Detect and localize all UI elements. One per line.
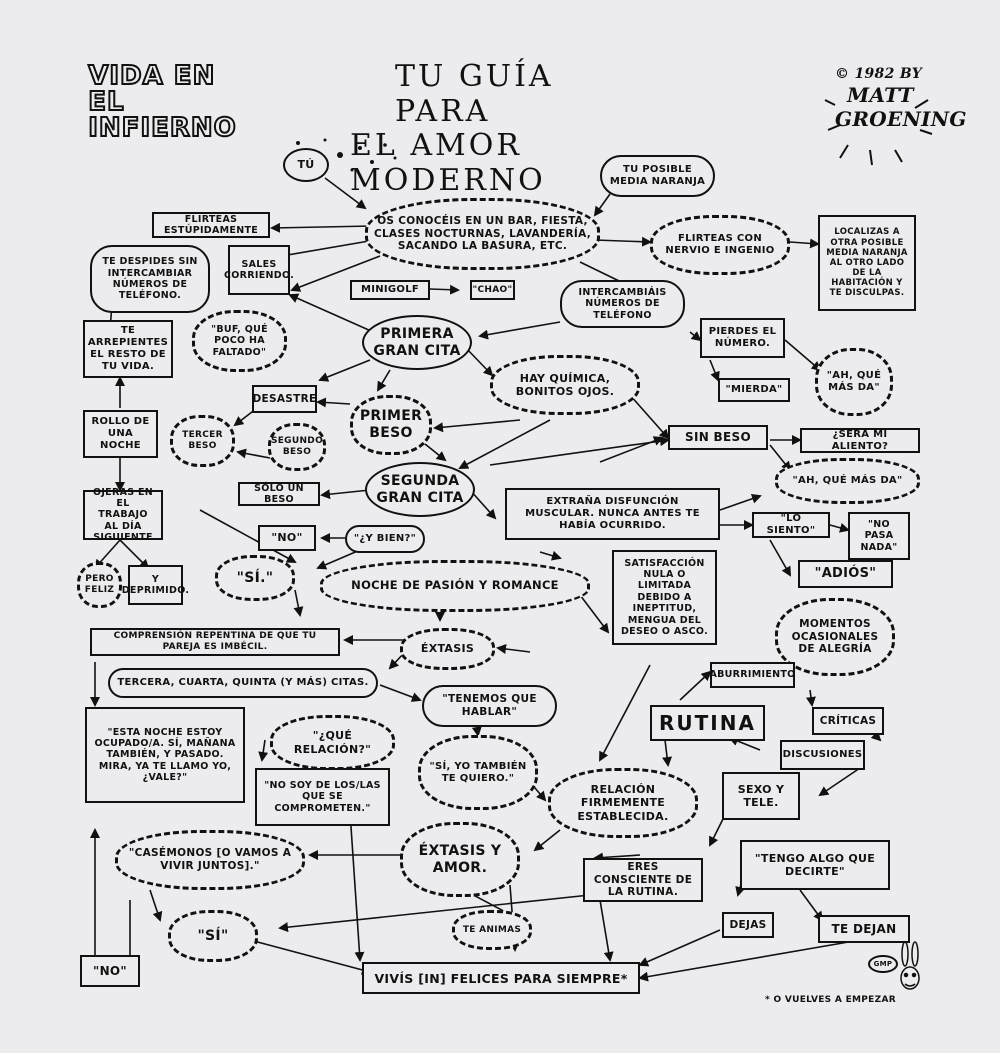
node-desastre: DESASTRE xyxy=(252,385,317,413)
credit-line-1: © 1982 BY xyxy=(835,66,922,82)
node-no-pasa-nada: "NO PASA NADA" xyxy=(848,512,910,560)
node-casemonos: "CASÉMONOS [O VAMOS A VIVIR JUNTOS]." xyxy=(115,830,305,890)
node-no-soy: "NO SOY DE LOS/LAS QUE SE COMPROMETEN." xyxy=(255,768,390,826)
node-tenemos-hablar: "TENEMOS QUE HABLAR" xyxy=(422,685,557,727)
title-line-2: EL AMOR MODERNO xyxy=(350,128,546,198)
node-extrana-disfuncion: EXTRAÑA DISFUNCIÓN MUSCULAR. NUNCA ANTES… xyxy=(505,488,720,540)
node-esta-noche: "ESTA NOCHE ESTOY OCUPADO/A. SÍ, MAÑANA … xyxy=(85,707,245,803)
author-credit: © 1982 BY Matt Groening xyxy=(825,66,967,166)
node-rollo-noche: ROLLO DE UNA NOCHE xyxy=(83,410,158,458)
node-criticas: CRÍTICAS xyxy=(812,707,884,735)
node-tengo-algo: "TENGO ALGO QUE DECIRTE" xyxy=(740,840,890,890)
node-dejas: DEJAS xyxy=(722,912,774,938)
node-sera-aliento: ¿SERÁ MI ALIENTO? xyxy=(800,428,920,453)
node-comprension: COMPRENSIÓN REPENTINA DE QUE TU PAREJA E… xyxy=(90,628,340,656)
node-minigolf: MINIGOLF xyxy=(350,280,430,300)
node-intercambiais: INTERCAMBIÁIS NÚMEROS DE TELÉFONO xyxy=(560,280,685,328)
node-sexo-tele: SEXO Y TELE. xyxy=(722,772,800,820)
node-pierdes-numero: PIERDES EL NÚMERO. xyxy=(700,318,785,358)
node-mierda: "MIERDA" xyxy=(718,378,790,402)
node-no-1: "NO" xyxy=(258,525,316,551)
node-segunda-cita: SEGUNDA GRAN CITA xyxy=(365,462,475,517)
node-no-2: "NO" xyxy=(80,955,140,987)
node-eres-consciente: ERES CONSCIENTE DE LA RUTINA. xyxy=(583,858,703,902)
node-aburrimiento: ABURRIMIENTO xyxy=(709,662,795,688)
node-te-arrepientes: TE ARREPIENTES EL RESTO DE TU VIDA. xyxy=(83,320,173,378)
node-primera-cita: PRIMERA GRAN CITA xyxy=(362,315,472,370)
node-os-conoceis: OS CONOCÉIS EN UN BAR, FIESTA, CLASES NO… xyxy=(365,198,600,270)
credit-line-3: Groening xyxy=(835,106,967,131)
footnote: * O VUELVES A EMPEZAR xyxy=(765,994,896,1005)
node-y-deprimido: Y DEPRIMIDO. xyxy=(122,565,189,605)
node-ah-que-mas-da-2: "AH, QUÉ MÁS DA" xyxy=(775,458,920,504)
node-satisfaccion: SATISFACCIÓN NULA O LIMITADA DEBIDO A IN… xyxy=(612,550,717,645)
node-flirteas-estupidamente: FLIRTEAS ESTÚPIDAMENTE xyxy=(152,212,270,238)
node-rutina: RUTINA xyxy=(650,705,765,741)
node-te-dejan: TE DEJAN xyxy=(818,915,910,943)
node-vivis-felices: VIVÍS [IN] FELICES PARA SIEMPRE* xyxy=(362,962,640,994)
artist-signature: GMP xyxy=(868,955,898,973)
title-line-1: TU GUÍA PARA xyxy=(395,59,554,129)
node-extasis-amor: ÉXTASIS Y AMOR. xyxy=(400,822,520,897)
node-tercera-cuarta: TERCERA, CUARTA, QUINTA (Y MÁS) CITAS. xyxy=(108,668,378,698)
node-primer-beso: PRIMER BESO xyxy=(350,395,432,455)
logo-vida-en-el-infierno: VIDA EN EL INFIERNO xyxy=(87,61,237,143)
node-ojeras: OJERAS EN EL TRABAJO AL DÍA SIGUIENTE xyxy=(83,487,163,543)
node-adios: "ADIÓS" xyxy=(798,560,893,588)
node-localizas: LOCALIZAS A OTRA POSIBLE MEDIA NARANJA A… xyxy=(818,215,916,311)
node-si-1: "SÍ." xyxy=(215,555,295,601)
rabbit-doodle-icon xyxy=(900,941,920,990)
node-discusiones: DISCUSIONES xyxy=(780,740,865,770)
node-chao: "CHAO" xyxy=(470,280,515,300)
node-noche-pasion: NOCHE DE PASIÓN Y ROMANCE xyxy=(320,560,590,612)
node-sales-corriendo: SALES CORRIENDO. xyxy=(224,245,294,295)
node-lo-siento: "LO SIENTO" xyxy=(752,512,830,538)
node-que-relacion: "¿QUÉ RELACIÓN?" xyxy=(270,715,395,770)
node-solo-un-beso: SÓLO UN BESO xyxy=(238,482,320,506)
node-hay-quimica: HAY QUÍMICA, BONITOS OJOS. xyxy=(490,355,640,415)
node-ah-que-mas-da-1: "AH, QUÉ MÁS DA" xyxy=(815,348,893,416)
node-si-yo-tambien: "SÍ, YO TAMBIÉN TE QUIERO." xyxy=(418,735,538,810)
node-pero-feliz: PERO FELIZ xyxy=(77,562,122,608)
node-media-naranja: TU POSIBLE MEDIA NARANJA xyxy=(600,155,715,197)
node-flirteas-nervio: FLIRTEAS CON NERVIO E INGENIO xyxy=(650,215,790,275)
node-sin-beso: SIN BESO xyxy=(668,425,768,450)
node-si-2: "SÍ" xyxy=(168,910,258,962)
node-y-bien: "¿Y BIEN?" xyxy=(345,525,425,553)
node-tercer-beso: TERCER BESO xyxy=(170,415,235,467)
node-buf: "BUF, QUÉ POCO HA FALTADO" xyxy=(192,310,287,372)
credit-line-2: Matt xyxy=(847,82,914,107)
node-te-despides: TE DESPIDES SIN INTERCAMBIAR NÚMEROS DE … xyxy=(90,245,210,313)
node-relacion-firme: RELACIÓN FIRMEMENTE ESTABLECIDA. xyxy=(548,768,698,838)
page-title: TU GUÍA PARA EL AMOR MODERNO xyxy=(350,59,640,197)
node-momentos: MOMENTOS OCASIONALES DE ALEGRÍA xyxy=(775,598,895,676)
node-te-animas: TE ANIMAS xyxy=(452,910,532,950)
node-segundo-beso: SEGUNDO BESO xyxy=(268,423,326,471)
node-extasis-1: ÉXTASIS xyxy=(400,628,495,670)
node-tu: TÚ xyxy=(283,148,329,182)
